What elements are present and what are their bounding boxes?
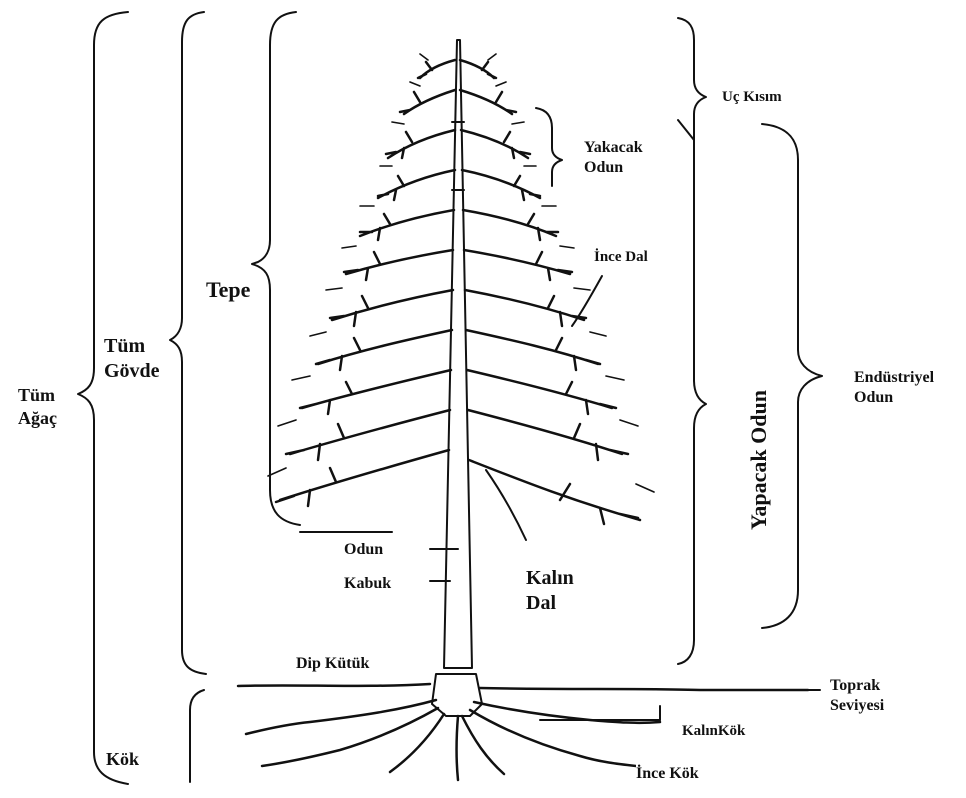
label-kabuk: Kabuk	[344, 574, 391, 594]
brace-uc-kisim	[678, 18, 706, 140]
brace-yapacak-odun	[678, 120, 706, 664]
branches-left	[276, 60, 455, 506]
label-endustriyel-odun: Endüstriyel Odun	[854, 368, 934, 408]
label-toprak-seviyesi: Toprak Seviyesi	[830, 676, 884, 716]
label-kok: Kök	[106, 748, 139, 771]
stump	[432, 674, 482, 716]
label-yakacak-odun: Yakacak Odun	[584, 138, 643, 178]
brace-endustriyel	[762, 124, 822, 628]
label-kalin-dal: Kalın Dal	[526, 566, 574, 616]
label-ince-kok: İnce Kök	[636, 764, 699, 784]
brace-tum-agac	[78, 12, 128, 784]
label-uc-kisim: Uç Kısım	[722, 88, 782, 107]
brace-kok	[190, 690, 204, 782]
label-ince-dal: İnce Dal	[594, 248, 648, 267]
roots	[246, 700, 660, 780]
brace-tepe	[252, 12, 300, 525]
brace-tum-govde	[170, 12, 206, 674]
label-odun: Odun	[344, 540, 383, 560]
label-yapacak-odun: Yapacak Odun	[746, 380, 774, 540]
label-tum-agac: Tüm Ağaç	[18, 384, 57, 429]
label-tum-govde: Tüm Gövde	[104, 334, 160, 384]
tree-trunk	[444, 40, 472, 668]
brace-yakacak-odun	[536, 108, 562, 186]
label-dip-kutuk: Dip Kütük	[296, 654, 369, 674]
label-tepe: Tepe	[206, 276, 250, 304]
branches-right	[460, 60, 640, 524]
label-kalin-kok: KalınKök	[682, 722, 745, 741]
